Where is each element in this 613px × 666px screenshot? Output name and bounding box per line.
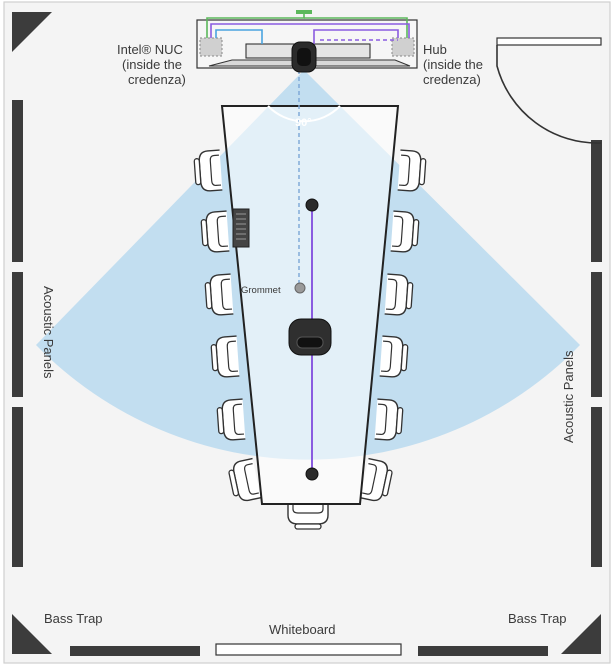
whiteboard-label: Whiteboard	[269, 622, 336, 637]
nuc-box	[199, 37, 223, 57]
cabling	[206, 12, 410, 44]
wall-plate	[232, 208, 250, 248]
acoustic-panels-left-label: Acoustic Panels	[41, 286, 56, 379]
hub-label-line3: credenza)	[423, 72, 481, 87]
acoustic-panel-right-2	[591, 272, 602, 397]
bottom-panel-right	[418, 646, 548, 656]
bottom-panel-left	[70, 646, 200, 656]
bass-trap-left-label: Bass Trap	[44, 611, 103, 626]
mic-pod-2	[305, 467, 319, 481]
fov-angle-label: 90°	[295, 117, 312, 129]
power-connector	[296, 10, 312, 14]
camera-lens	[297, 48, 311, 66]
acoustic-panel-right-1	[591, 140, 602, 262]
bass-trap-right-label: Bass Trap	[508, 611, 567, 626]
door-panel	[496, 37, 602, 46]
acoustic-panel-left-2	[12, 272, 23, 397]
hub-label-line1: Hub	[423, 42, 447, 57]
grommet	[294, 282, 306, 294]
nuc-label-line3: credenza)	[128, 72, 186, 87]
grommet-label: Grommet	[241, 285, 281, 296]
mic-pod-1	[305, 198, 319, 212]
acoustic-panels-right-label: Acoustic Panels	[561, 350, 576, 444]
bass-trap-bottom-right	[561, 614, 601, 654]
wall-plate-ports	[236, 213, 246, 240]
nuc-label-line1: Intel® NUC	[117, 42, 183, 57]
door-swing	[496, 45, 602, 144]
table-hub-port	[296, 336, 324, 349]
acoustic-panel-left-1	[12, 100, 23, 262]
nuc-label-line2: (inside the	[122, 57, 182, 72]
bass-trap-top-left	[12, 12, 52, 52]
whiteboard	[215, 643, 402, 656]
hub-label-line2: (inside the	[423, 57, 483, 72]
fov-angle-arc	[267, 105, 341, 123]
acoustic-panel-right-3	[591, 407, 602, 567]
acoustic-panel-left-3	[12, 407, 23, 567]
hub-box	[391, 37, 415, 57]
bass-trap-bottom-left	[12, 614, 52, 654]
